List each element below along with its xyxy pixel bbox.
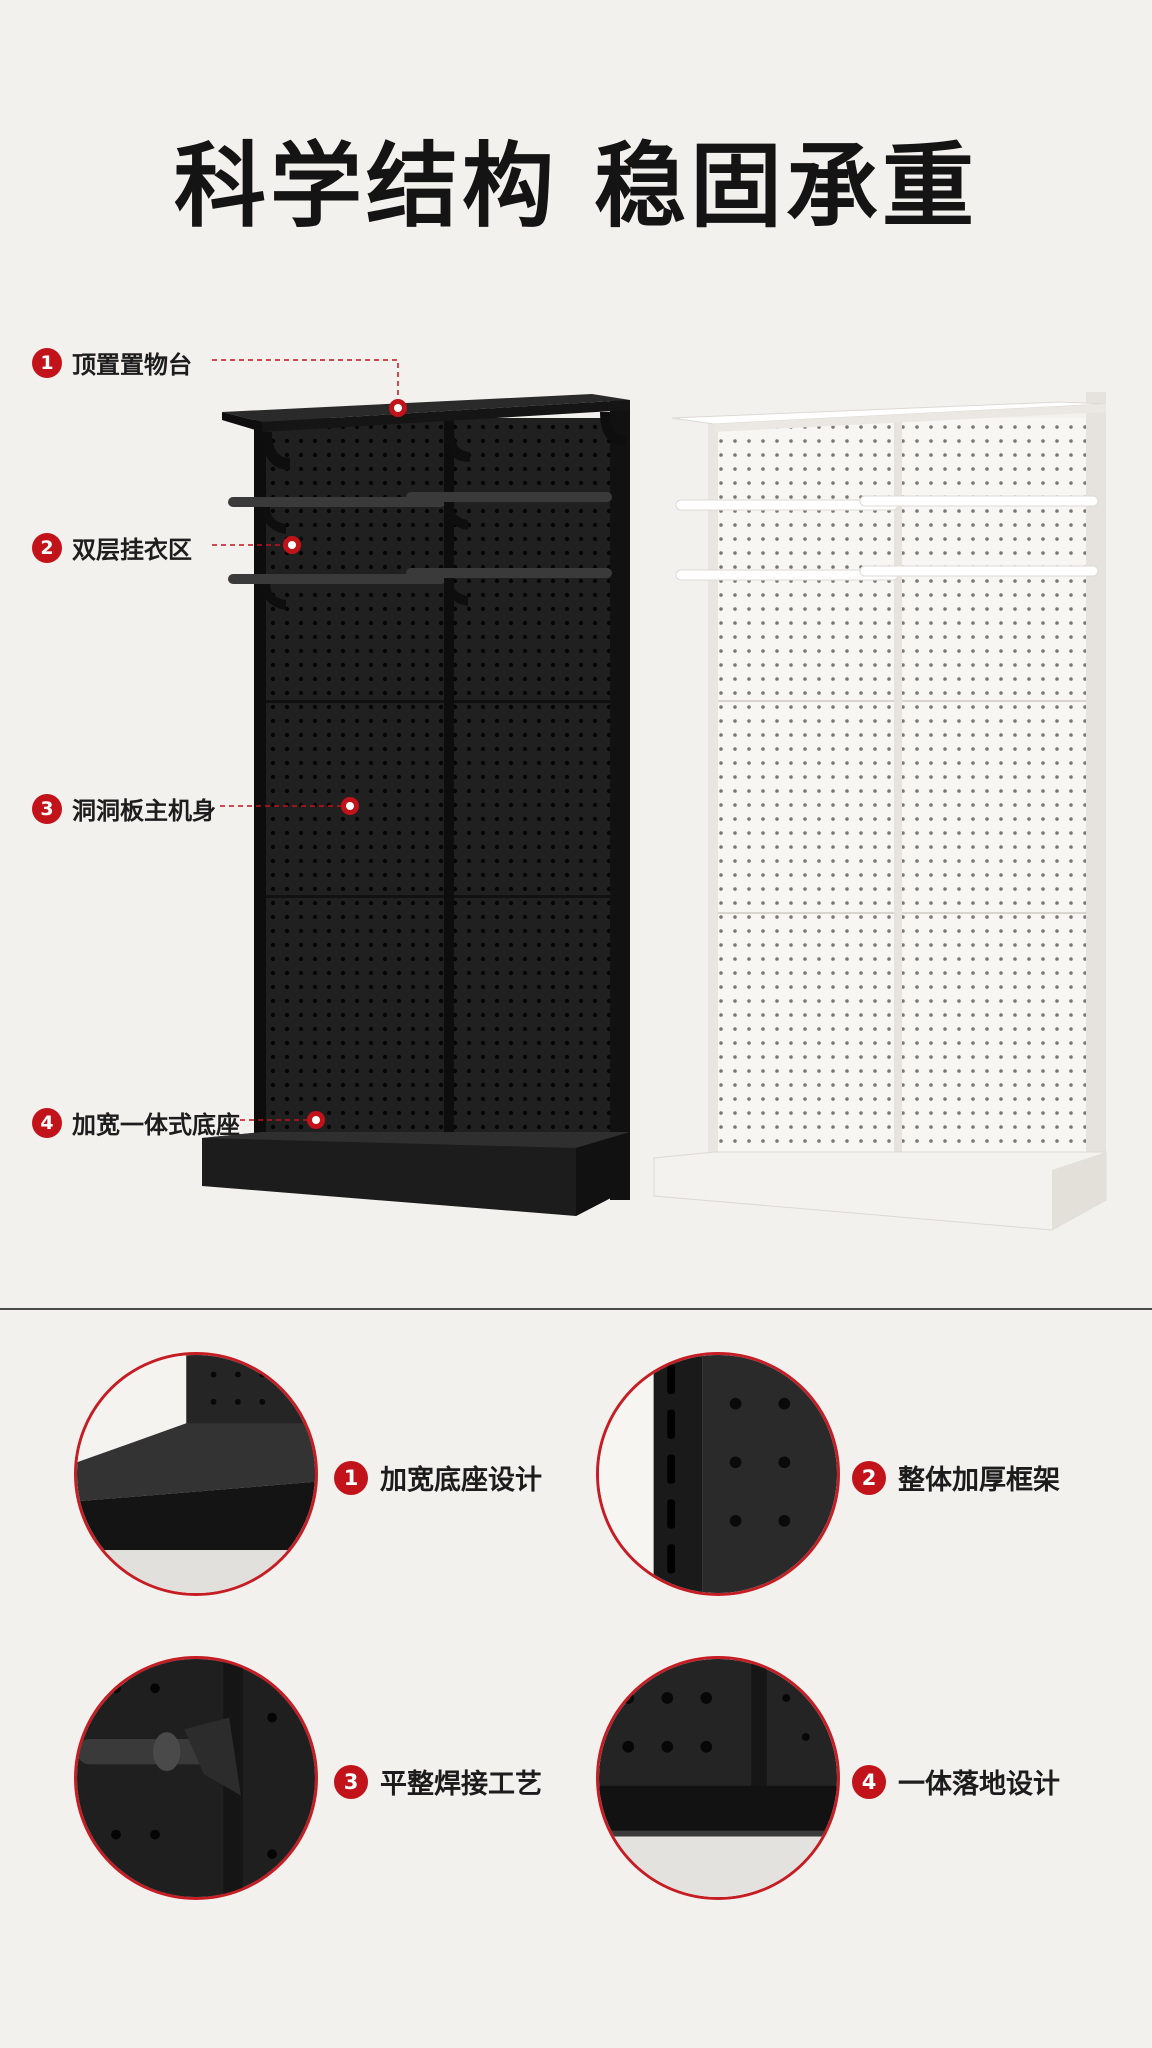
black-center-upright [444, 418, 454, 1158]
detail-label: 加宽底座设计 [380, 1465, 542, 1496]
detail-image-welding [74, 1656, 318, 1900]
callout-label: 洞洞板主机身 [72, 797, 216, 825]
black-hanging-rails [228, 492, 612, 610]
white-hanging-rails [675, 495, 1099, 581]
detail-caption: 3 平整焊接工艺 [334, 1762, 542, 1801]
white-pegboard-panel [714, 418, 1094, 1158]
detail-label: 一体落地设计 [898, 1769, 1060, 1800]
callout-label: 加宽一体式底座 [72, 1111, 240, 1139]
black-side-post [610, 400, 630, 1200]
detail-caption: 4 一体落地设计 [852, 1762, 1060, 1801]
callout-label: 双层挂衣区 [72, 536, 192, 564]
detail-floor-standing: 4 一体落地设计 [576, 1644, 1152, 1944]
callout-top-shelf: 1 顶置置物台 [32, 345, 192, 380]
detail-image-frame [596, 1352, 840, 1596]
section-divider [0, 1308, 1152, 1310]
callout-number: 3 [32, 793, 62, 824]
detail-number: 1 [334, 1460, 368, 1495]
callout-leader-lines [212, 359, 399, 1121]
callout-pegboard-body: 3 洞洞板主机身 [32, 791, 216, 826]
shelf-illustration [202, 359, 1107, 1231]
detail-thick-frame: 2 整体加厚框架 [576, 1340, 1152, 1640]
white-base [653, 1151, 1107, 1231]
detail-number: 3 [334, 1764, 368, 1799]
callout-base: 4 加宽一体式底座 [32, 1105, 240, 1140]
callout-label: 顶置置物台 [72, 351, 192, 379]
callout-number: 2 [32, 532, 62, 563]
white-center-upright [894, 418, 902, 1158]
black-top-shelf [222, 394, 630, 422]
detail-caption: 1 加宽底座设计 [334, 1458, 542, 1497]
detail-welding: 3 平整焊接工艺 [0, 1644, 576, 1944]
black-pegboard-panel [262, 418, 618, 1158]
detail-caption: 2 整体加厚框架 [852, 1458, 1060, 1497]
detail-image-floor [596, 1656, 840, 1900]
callout-hanging-area: 2 双层挂衣区 [32, 530, 192, 565]
white-side-post [1086, 392, 1106, 1200]
page-title: 科学结构 稳固承重 [173, 133, 979, 240]
black-shelf [202, 394, 630, 1216]
detail-number: 4 [852, 1764, 886, 1799]
detail-image-base [74, 1352, 318, 1596]
detail-number: 2 [852, 1460, 886, 1495]
black-base [202, 1132, 630, 1216]
callout-points [283, 399, 407, 1129]
detail-label: 平整焊接工艺 [380, 1769, 542, 1800]
detail-label: 整体加厚框架 [898, 1465, 1060, 1496]
detail-wide-base: 1 加宽底座设计 [0, 1340, 576, 1640]
white-shelf [653, 392, 1107, 1231]
hero-section: 1 顶置置物台 2 双层挂衣区 3 洞洞板主机身 4 加宽一体式底座 [32, 345, 1107, 1231]
callout-number: 4 [32, 1107, 62, 1138]
callout-number: 1 [32, 347, 62, 378]
